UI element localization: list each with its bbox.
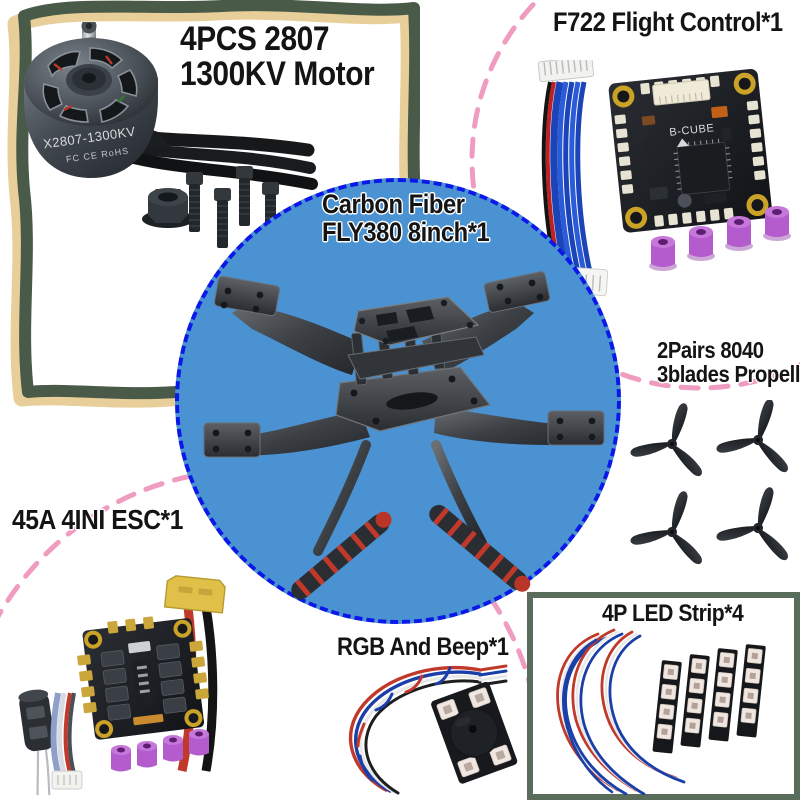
fc-board-label: B-CUBE <box>669 122 715 139</box>
caption-flight-control: F722 Flight Control*1 <box>553 8 783 36</box>
fc-pcb-board: B-CUBE <box>608 69 773 233</box>
rgb-beep-artwork <box>348 664 518 795</box>
fc-grommets <box>649 206 791 271</box>
caption-motor-line-1: 4PCS 2807 <box>180 20 330 58</box>
motor-artwork: X2807-1300KV FC CE RoHS <box>24 22 318 248</box>
flight-controller-artwork: B-CUBE <box>537 60 791 297</box>
caption-motor: 4PCS 2807 1300KV Motor <box>180 20 375 94</box>
caption-led-strip: 4P LED Strip*4 <box>602 600 744 627</box>
caption-rgb-beep-line-1: RGB And Beep*1 <box>337 633 509 661</box>
led-strip-artwork <box>556 628 766 795</box>
esc-pcb-board <box>77 616 209 740</box>
esc-signal-cable <box>50 692 83 790</box>
caption-motor-line-2: 1300KV Motor <box>180 55 375 94</box>
rgb-beep-board <box>431 681 518 784</box>
caption-carbon-frame: Carbon Fiber FLY380 8inch*1 <box>322 189 490 248</box>
caption-flight-control-line-1: F722 Flight Control*1 <box>553 7 783 37</box>
caption-rgb-beep: RGB And Beep*1 <box>337 634 509 660</box>
caption-esc-line-1: 45A 4INI ESC*1 <box>12 504 183 535</box>
led-strip-wires <box>556 628 686 795</box>
frame-arm-rear-left <box>232 299 362 375</box>
caption-carbon-frame-line-2: FLY380 8inch*1 <box>322 217 490 248</box>
caption-carbon-frame-line-1: Carbon Fiber <box>322 189 465 219</box>
motor-lock-nut <box>142 188 194 228</box>
caption-propellers: 2Pairs 8040 3blades Propellers <box>657 337 800 387</box>
motor-vents <box>42 47 138 123</box>
propeller-2 <box>712 400 800 478</box>
led-strip-boards <box>652 644 766 754</box>
propeller-3 <box>630 479 723 570</box>
frame-leg-foam-right <box>429 504 531 592</box>
propeller-1 <box>630 400 723 482</box>
frame-leg-foam-left <box>291 511 392 600</box>
caption-propellers-line-1: 2Pairs 8040 <box>657 337 764 363</box>
esc-grommets <box>111 729 209 772</box>
caption-esc: 45A 4INI ESC*1 <box>12 505 183 534</box>
esc-capacitor <box>18 689 55 795</box>
carbon-frame-artwork <box>203 271 605 600</box>
esc-artwork <box>18 575 226 795</box>
caption-propellers-line-2: 3blades Propellers <box>657 360 800 387</box>
rgb-cable <box>348 664 508 795</box>
caption-led-strip-line-1: 4P LED Strip*4 <box>602 600 744 627</box>
propellers-artwork <box>630 400 800 570</box>
propeller-4 <box>712 475 800 566</box>
